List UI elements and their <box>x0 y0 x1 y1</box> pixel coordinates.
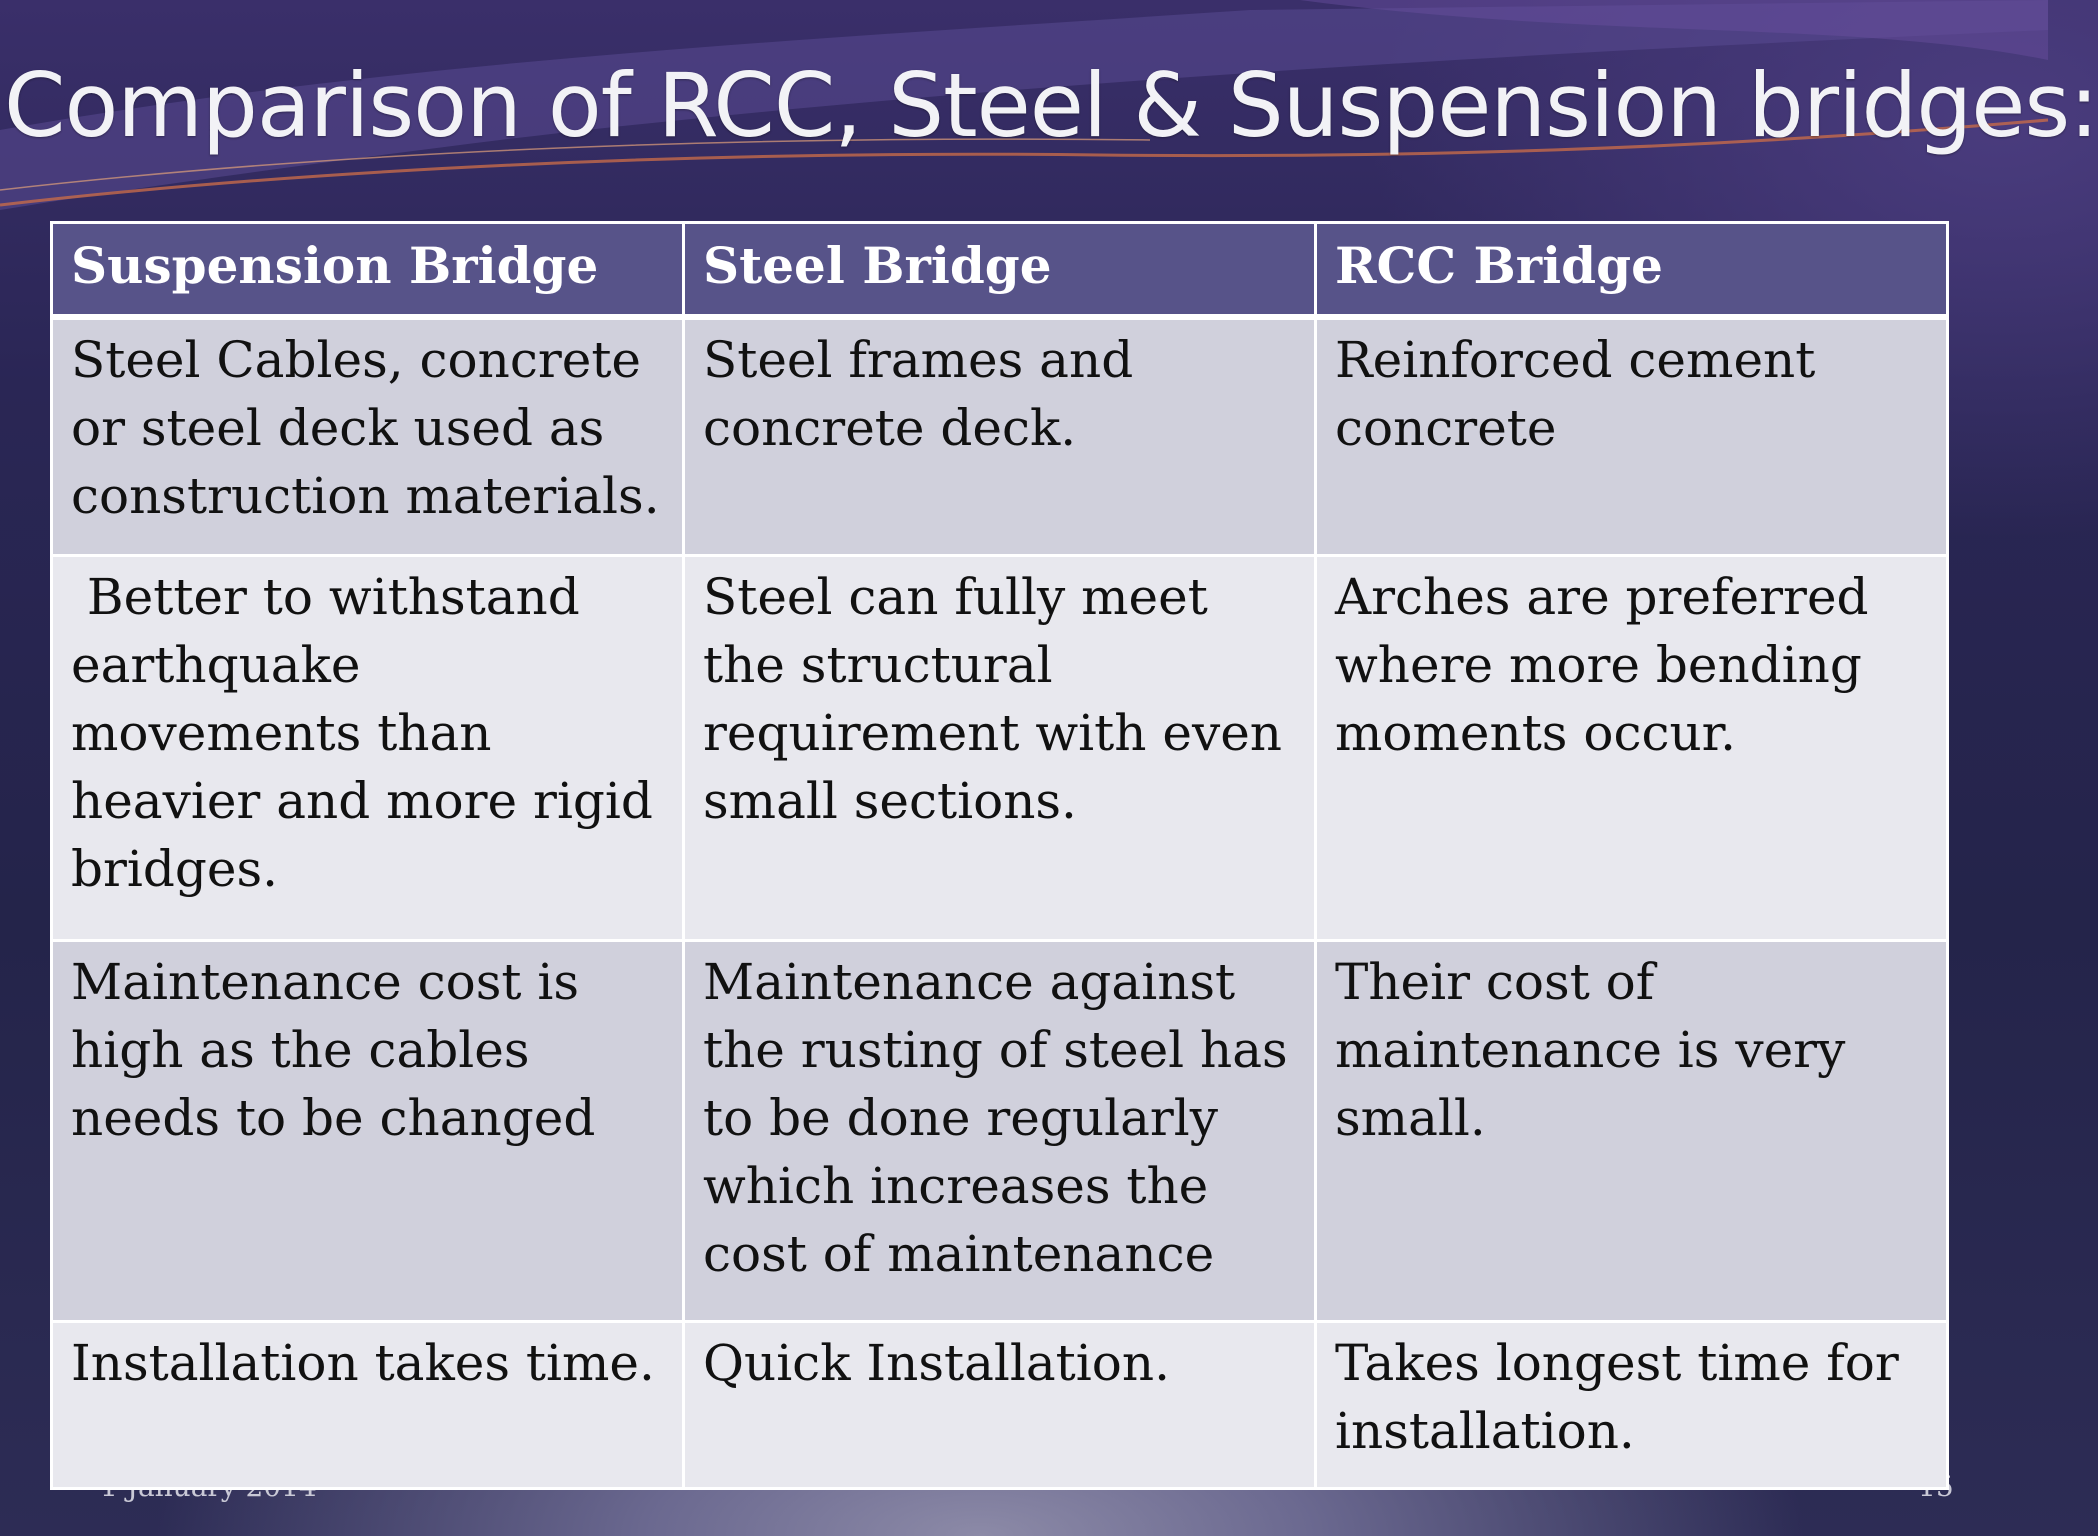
table-cell: Maintenance against the rusting of steel… <box>682 939 1317 1323</box>
table-cell: Better to withstand earthquake movements… <box>50 554 685 942</box>
table-cell: Arches are preferred where more bending … <box>1314 554 1949 942</box>
table-cell: Installation takes time. <box>50 1320 685 1490</box>
table-row: Maintenance cost is high as the cables n… <box>50 939 1949 1323</box>
slide-title: Comparison of RCC, Steel & Suspension br… <box>4 54 2098 157</box>
table-cell: Their cost of maintenance is very small. <box>1314 939 1949 1323</box>
header-steel-bridge: Steel Bridge <box>682 221 1317 320</box>
table-cell: Maintenance cost is high as the cables n… <box>50 939 685 1323</box>
comparison-table: Suspension Bridge Steel Bridge RCC Bridg… <box>50 221 1949 1490</box>
table-cell: Reinforced cement concrete <box>1314 315 1949 557</box>
table-cell: Steel Cables, concrete or steel deck use… <box>50 315 685 557</box>
table-cell: Steel can fully meet the structural requ… <box>682 554 1317 942</box>
table-cell: Takes longest time for installation. <box>1314 1320 1949 1490</box>
header-suspension-bridge: Suspension Bridge <box>50 221 685 320</box>
table-header-row: Suspension Bridge Steel Bridge RCC Bridg… <box>50 221 1949 320</box>
table-cell: Steel frames and concrete deck. <box>682 315 1317 557</box>
table-row: Installation takes time. Quick Installat… <box>50 1320 1949 1490</box>
header-rcc-bridge: RCC Bridge <box>1314 221 1949 320</box>
table-row: Steel Cables, concrete or steel deck use… <box>50 315 1949 557</box>
decorative-swoosh <box>0 0 2049 210</box>
table-row: Better to withstand earthquake movements… <box>50 554 1949 942</box>
table-cell: Quick Installation. <box>682 1320 1317 1490</box>
